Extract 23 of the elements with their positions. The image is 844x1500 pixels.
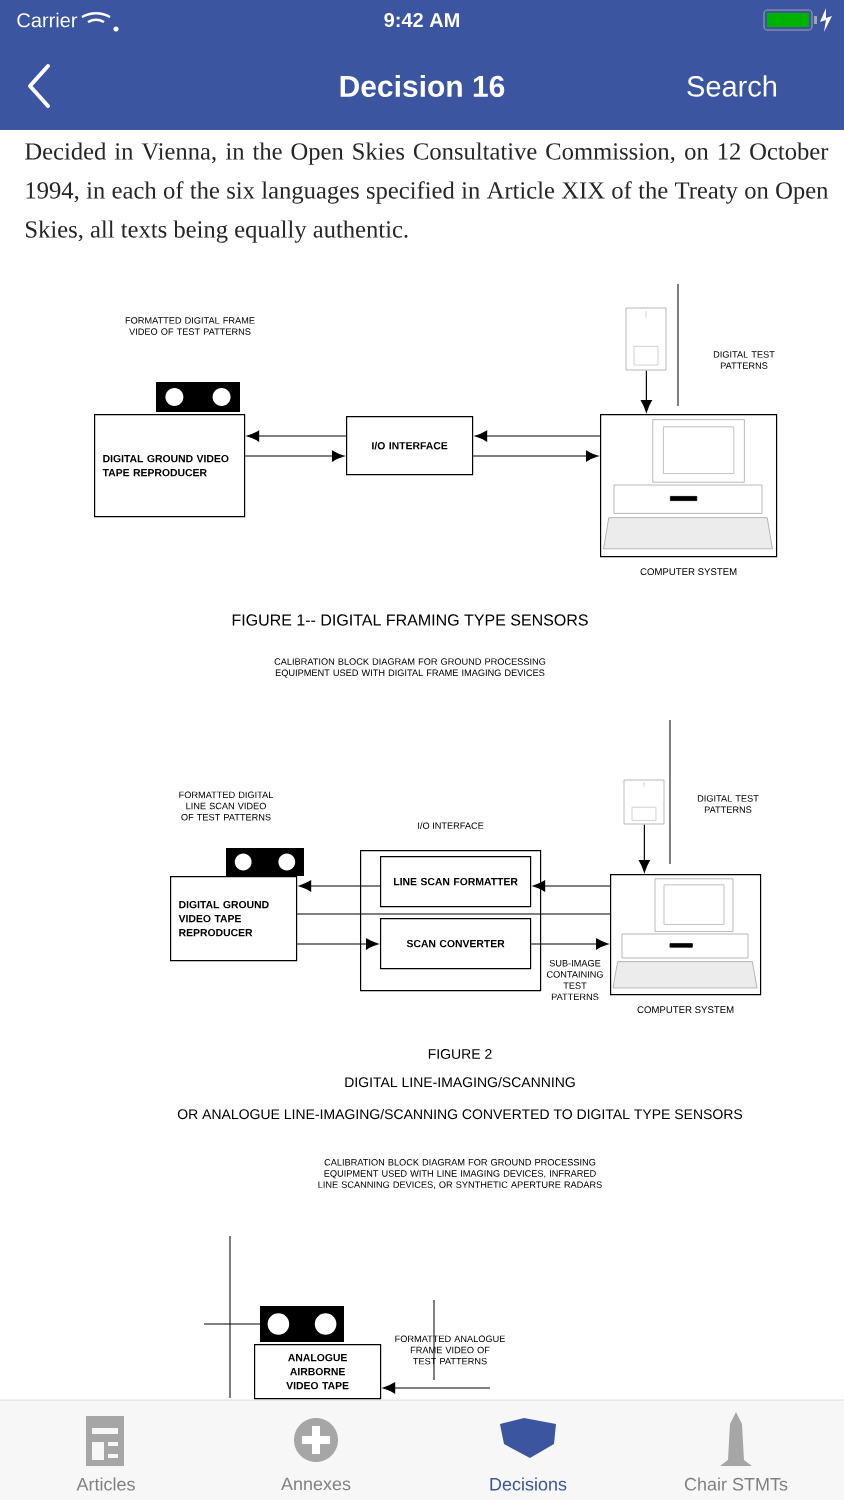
arrow: [244, 450, 345, 462]
tab-label: Chair STMTs: [684, 1477, 788, 1491]
figure-title: FIGURE 1-- DIGITAL FRAMING TYPE SENSORS: [232, 614, 588, 626]
status-text: Carrier: [17, 12, 78, 28]
body-paragraph: Decided in Vienna, in the Open Skies Consultative Commission, on 12 October 1994, in each of the six languages specified in Article XIX of the Treaty on Open Skies, all texts being equally authentic.: [25, 142, 829, 243]
arrow: [298, 880, 381, 892]
arrow: [296, 938, 379, 950]
tab-label: Decisions: [490, 1477, 567, 1491]
arrow: [638, 824, 650, 873]
tab-label: Articles: [76, 1477, 135, 1491]
arrow: [382, 1382, 491, 1394]
status-time: 9:42 AM: [384, 12, 459, 28]
nav-title: Decision 16: [340, 75, 505, 98]
search-link: Search: [687, 75, 777, 97]
arrow: [530, 938, 609, 950]
arrow: [472, 450, 599, 462]
tab-label: Annexes: [281, 1477, 351, 1491]
arrow: [474, 430, 601, 442]
arrow: [640, 370, 652, 413]
floppy-disk-drawing: [623, 779, 665, 825]
arrow: [532, 880, 611, 892]
floppy-disk-drawing: [625, 307, 667, 371]
arrow: [246, 430, 347, 442]
